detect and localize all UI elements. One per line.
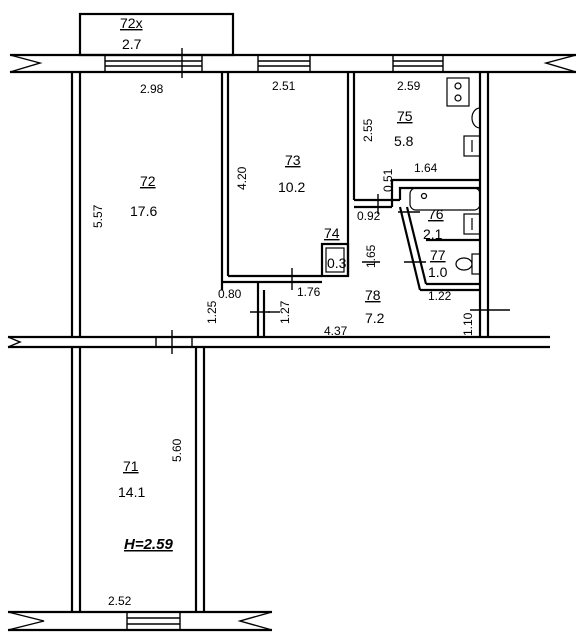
dimension-label: 0.92 [357, 209, 381, 223]
fixtures [325, 77, 481, 275]
dimension-label: 1.10 [461, 312, 475, 336]
dimension-label: 1.27 [278, 300, 292, 324]
dimension-label: 5.57 [91, 204, 105, 228]
dimension-label: 1.65 [364, 244, 378, 268]
dimension-label: 4.37 [324, 324, 348, 338]
dimension-label: 4.20 [235, 166, 249, 190]
dimension-label: 2.59 [397, 79, 421, 93]
room-76-area: 2.1 [423, 226, 443, 242]
dimension-label: 1.22 [428, 289, 452, 303]
dimension-label: 2.98 [140, 82, 164, 96]
room-75-number: 75 [397, 108, 413, 124]
pipe-icon [325, 247, 345, 273]
door-marks [155, 48, 426, 354]
kitchen-counter-icon [471, 107, 481, 129]
dimension-label: 1.25 [205, 300, 219, 324]
dimension-label: 2.51 [272, 79, 296, 93]
dimension-label: 2.52 [108, 594, 132, 608]
room-72x-number: 72x [120, 15, 143, 31]
room-72-number: 72 [140, 173, 156, 189]
walls [7, 12, 576, 632]
room-labels: 72x 2.7 72 17.6 73 10.2 74 0.3 75 5.8 76… [118, 15, 448, 500]
bathtub-icon [409, 187, 481, 211]
room-71-area: 14.1 [118, 484, 145, 500]
room-71-number: 71 [123, 458, 139, 474]
dimension-label: 5.60 [170, 438, 184, 462]
room-72x-area: 2.7 [122, 36, 142, 52]
dimension-labels: 2.98 2.51 2.59 5.57 4.20 2.55 0.51 1.64 … [91, 79, 475, 608]
windows [104, 54, 444, 631]
washbasin-icon [463, 213, 481, 235]
room-73-area: 10.2 [278, 179, 305, 195]
dimension-label: 2.55 [361, 118, 375, 142]
room-72-area: 17.6 [130, 203, 157, 219]
room-74-area: 0.3 [327, 255, 347, 271]
room-74-number: 74 [324, 225, 340, 241]
dimension-label: 0.80 [218, 287, 242, 301]
stove-icon [446, 77, 470, 107]
toilet-icon [455, 253, 481, 275]
room-77-number: 77 [430, 247, 446, 263]
dimension-label: 0.51 [381, 168, 395, 192]
room-75-area: 5.8 [394, 133, 414, 149]
room-77-area: 1.0 [428, 264, 448, 280]
dimension-label: 1.76 [297, 285, 321, 299]
room-76-number: 76 [428, 206, 444, 222]
room-73-number: 73 [285, 152, 301, 168]
sink-icon [463, 135, 481, 157]
room-78-area: 7.2 [365, 310, 385, 326]
room-78-number: 78 [365, 287, 381, 303]
ceiling-height-label: H=2.59 [124, 536, 173, 553]
dimension-label: 1.64 [414, 161, 438, 175]
